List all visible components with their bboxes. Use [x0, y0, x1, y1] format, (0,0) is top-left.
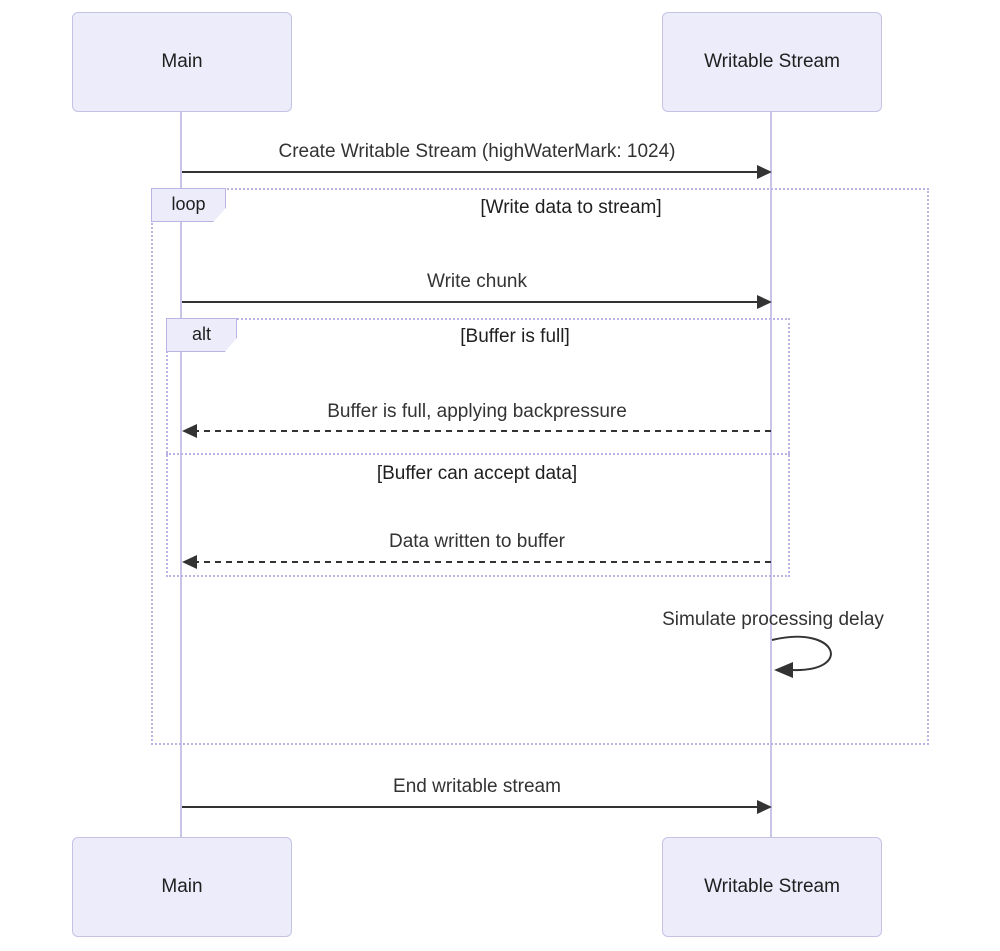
arrow-create-stream [182, 165, 772, 179]
actor-main-bottom-label: Main [161, 876, 203, 897]
actor-writable-stream-bottom-label: Writable Stream [704, 876, 840, 897]
loop-frame-title: [Write data to stream] [480, 197, 662, 218]
alt-section-2-title: [Buffer can accept data] [376, 463, 578, 484]
message-label-processing-delay: Simulate processing delay [662, 609, 884, 630]
alt-frame [166, 318, 790, 577]
message-label-create-stream: Create Writable Stream (highWaterMark: 1… [278, 141, 676, 162]
actor-main-top-label: Main [161, 51, 203, 72]
alt-frame-label: alt [166, 318, 237, 352]
actor-writable-stream-bottom: Writable Stream [662, 837, 882, 937]
loop-frame [151, 188, 929, 745]
actor-writable-stream-top-label: Writable Stream [704, 51, 840, 72]
message-label-data-written: Data written to buffer [388, 531, 566, 552]
actor-writable-stream-top: Writable Stream [662, 12, 882, 112]
message-label-write-chunk: Write chunk [427, 271, 527, 292]
message-label-end-stream: End writable stream [393, 776, 561, 797]
actor-main-bottom: Main [72, 837, 292, 937]
actor-main-top: Main [72, 12, 292, 112]
alt-frame-label-text: alt [191, 323, 211, 344]
lifeline-writable-stream [770, 112, 772, 837]
arrow-end-stream [182, 800, 772, 814]
loop-frame-label-text: loop [171, 193, 206, 214]
message-label-backpressure: Buffer is full, applying backpressure [327, 401, 627, 422]
alt-section-1-title: [Buffer is full] [460, 326, 570, 347]
lifeline-main [180, 112, 182, 837]
loop-frame-label: loop [151, 188, 226, 222]
alt-divider [166, 453, 790, 455]
